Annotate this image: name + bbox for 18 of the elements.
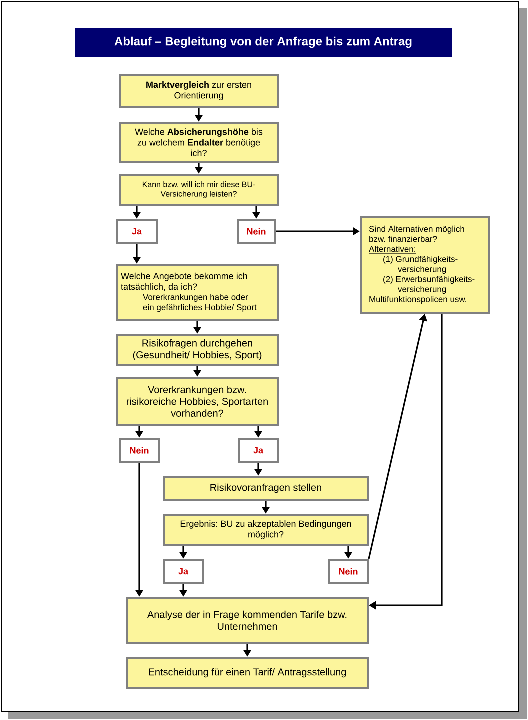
process-box: Welche Absicherungshöhe bis zu welchem Endalter benötige ich? <box>119 122 279 163</box>
answer-label-box: Ja <box>116 219 158 244</box>
process-box: Risikovoranfragen stellen <box>163 476 369 501</box>
process-box: Welche Angebote bekomme ich tatsächlich, da ich? Vorerkrankungen habe oder ein gefährliches Hobbie/ Sport <box>116 264 279 321</box>
process-box: Marktvergleich zur ersten Orientierung <box>119 74 279 108</box>
process-box: Vorerkrankungen bzw. risikoreiche Hobbies, Sportarten vorhanden? <box>116 377 279 426</box>
title-banner: Ablauf – Begleitung von der Anfrage bis zum Antrag <box>75 28 452 57</box>
answer-label-box: Nein <box>119 438 160 463</box>
answer-label-box: Ja <box>238 438 279 463</box>
answer-label-box: Nein <box>237 219 276 244</box>
answer-label-box: Nein <box>328 559 369 584</box>
answer-label-box: Ja <box>163 559 204 584</box>
process-box: Risikofragen durchgehen (Gesundheit/ Hobbies, Sport) <box>116 334 279 366</box>
process-box: Kann bzw. will ich mir diese BU- Versicherung leisten? <box>119 174 279 206</box>
process-box: Ergebnis: BU zu akzeptablen Bedingungen möglich? <box>163 514 369 546</box>
process-box: Entscheidung für einen Tarif/ Antragsstellung <box>126 657 369 689</box>
process-box: Sind Alternativen möglich bzw. finanzierbar? Alternativen: (1) Grundfähigkeits- versicherung (2) Erwerbsunfähigkeits- versicherung Multifunktionspolicen usw. <box>360 216 490 314</box>
process-box: Analyse der in Frage kommenden Tarife bzw. Unternehmen <box>126 597 369 644</box>
